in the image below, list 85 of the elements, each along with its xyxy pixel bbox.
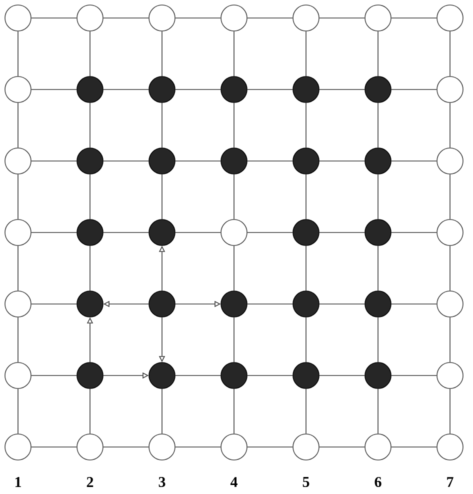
grid-line: [103, 160, 149, 162]
open-circle: [436, 362, 464, 389]
grid-line: [31, 446, 77, 448]
filled-circle: [292, 290, 320, 318]
filled-circle: [292, 76, 320, 103]
grid-line: [319, 160, 365, 162]
open-circle: [4, 4, 32, 32]
open-circle: [292, 434, 320, 460]
open-circle: [436, 76, 464, 103]
filled-circle: [76, 362, 104, 389]
grid-line: [391, 375, 437, 376]
filled-circle: [76, 148, 104, 174]
filled-circle: [76, 219, 104, 246]
open-circle: [4, 219, 32, 246]
column-number: 7: [447, 477, 454, 487]
grid-line: [319, 446, 365, 448]
open-circle: [4, 76, 32, 103]
grid-line: [103, 89, 149, 90]
filled-circle: [76, 76, 104, 103]
open-circle: [220, 434, 248, 460]
grid-line: [247, 375, 293, 376]
grid-line: [175, 446, 221, 448]
open-circle: [76, 4, 104, 32]
open-circle: [436, 219, 464, 246]
grid-line: [175, 375, 221, 376]
filled-circle: [292, 148, 320, 174]
filled-circle: [364, 148, 392, 174]
filled-circle: [220, 148, 248, 174]
grid-line: [391, 89, 437, 90]
column-number: 2: [86, 477, 94, 487]
filled-circle: [292, 362, 320, 389]
filled-circle: [148, 362, 176, 389]
filled-circle: [148, 219, 176, 246]
filled-circle: [364, 290, 392, 318]
filled-circle: [148, 148, 176, 174]
open-circle: [364, 4, 392, 32]
open-circle: [436, 148, 464, 174]
column-number: 1: [15, 477, 21, 487]
filled-circle: [364, 76, 392, 103]
column-number: 3: [158, 476, 166, 488]
grid-line: [319, 232, 365, 233]
open-circle: [76, 434, 104, 460]
grid-line: [319, 89, 365, 90]
column-number: 5: [302, 477, 310, 487]
filled-circle: [220, 76, 248, 103]
grid-line: [103, 446, 149, 448]
open-circle: [4, 362, 32, 389]
open-circle: [4, 148, 32, 174]
grid-line: [175, 89, 221, 90]
grid-line: [103, 232, 149, 233]
filled-circle: [364, 219, 392, 246]
grid-line: [247, 232, 293, 233]
open-circle: [436, 434, 464, 460]
column-number: 4: [230, 477, 238, 487]
open-circle: [436, 290, 464, 318]
grid-line: [247, 446, 293, 448]
grid-line: [391, 160, 437, 162]
open-circle: [292, 4, 320, 32]
grid-line: [319, 375, 365, 376]
filled-circle: [220, 362, 248, 389]
open-circle: [436, 4, 464, 32]
grid-line: [391, 446, 437, 448]
grid-line: [247, 160, 293, 162]
grid-line: [391, 232, 437, 233]
filled-circle: [292, 219, 320, 246]
filled-circle: [364, 362, 392, 389]
grid-line: [175, 232, 221, 233]
open-circle: [220, 4, 248, 32]
grid-line: [31, 375, 77, 376]
open-circle: [4, 434, 32, 460]
open-circle: [364, 434, 392, 460]
filled-circle: [148, 290, 176, 318]
open-circle: [148, 434, 176, 460]
grid-line: [31, 160, 77, 162]
filled-circle: [76, 290, 104, 318]
grid-line: [247, 89, 293, 90]
open-circle: [148, 4, 176, 32]
column-number: 6: [374, 476, 382, 488]
open-circle: [220, 219, 248, 246]
open-circle: [4, 290, 32, 318]
filled-circle: [148, 76, 176, 103]
grid-line: [31, 89, 77, 90]
grid-line: [175, 160, 221, 162]
grid-line: [31, 232, 77, 233]
filled-circle: [220, 290, 248, 318]
